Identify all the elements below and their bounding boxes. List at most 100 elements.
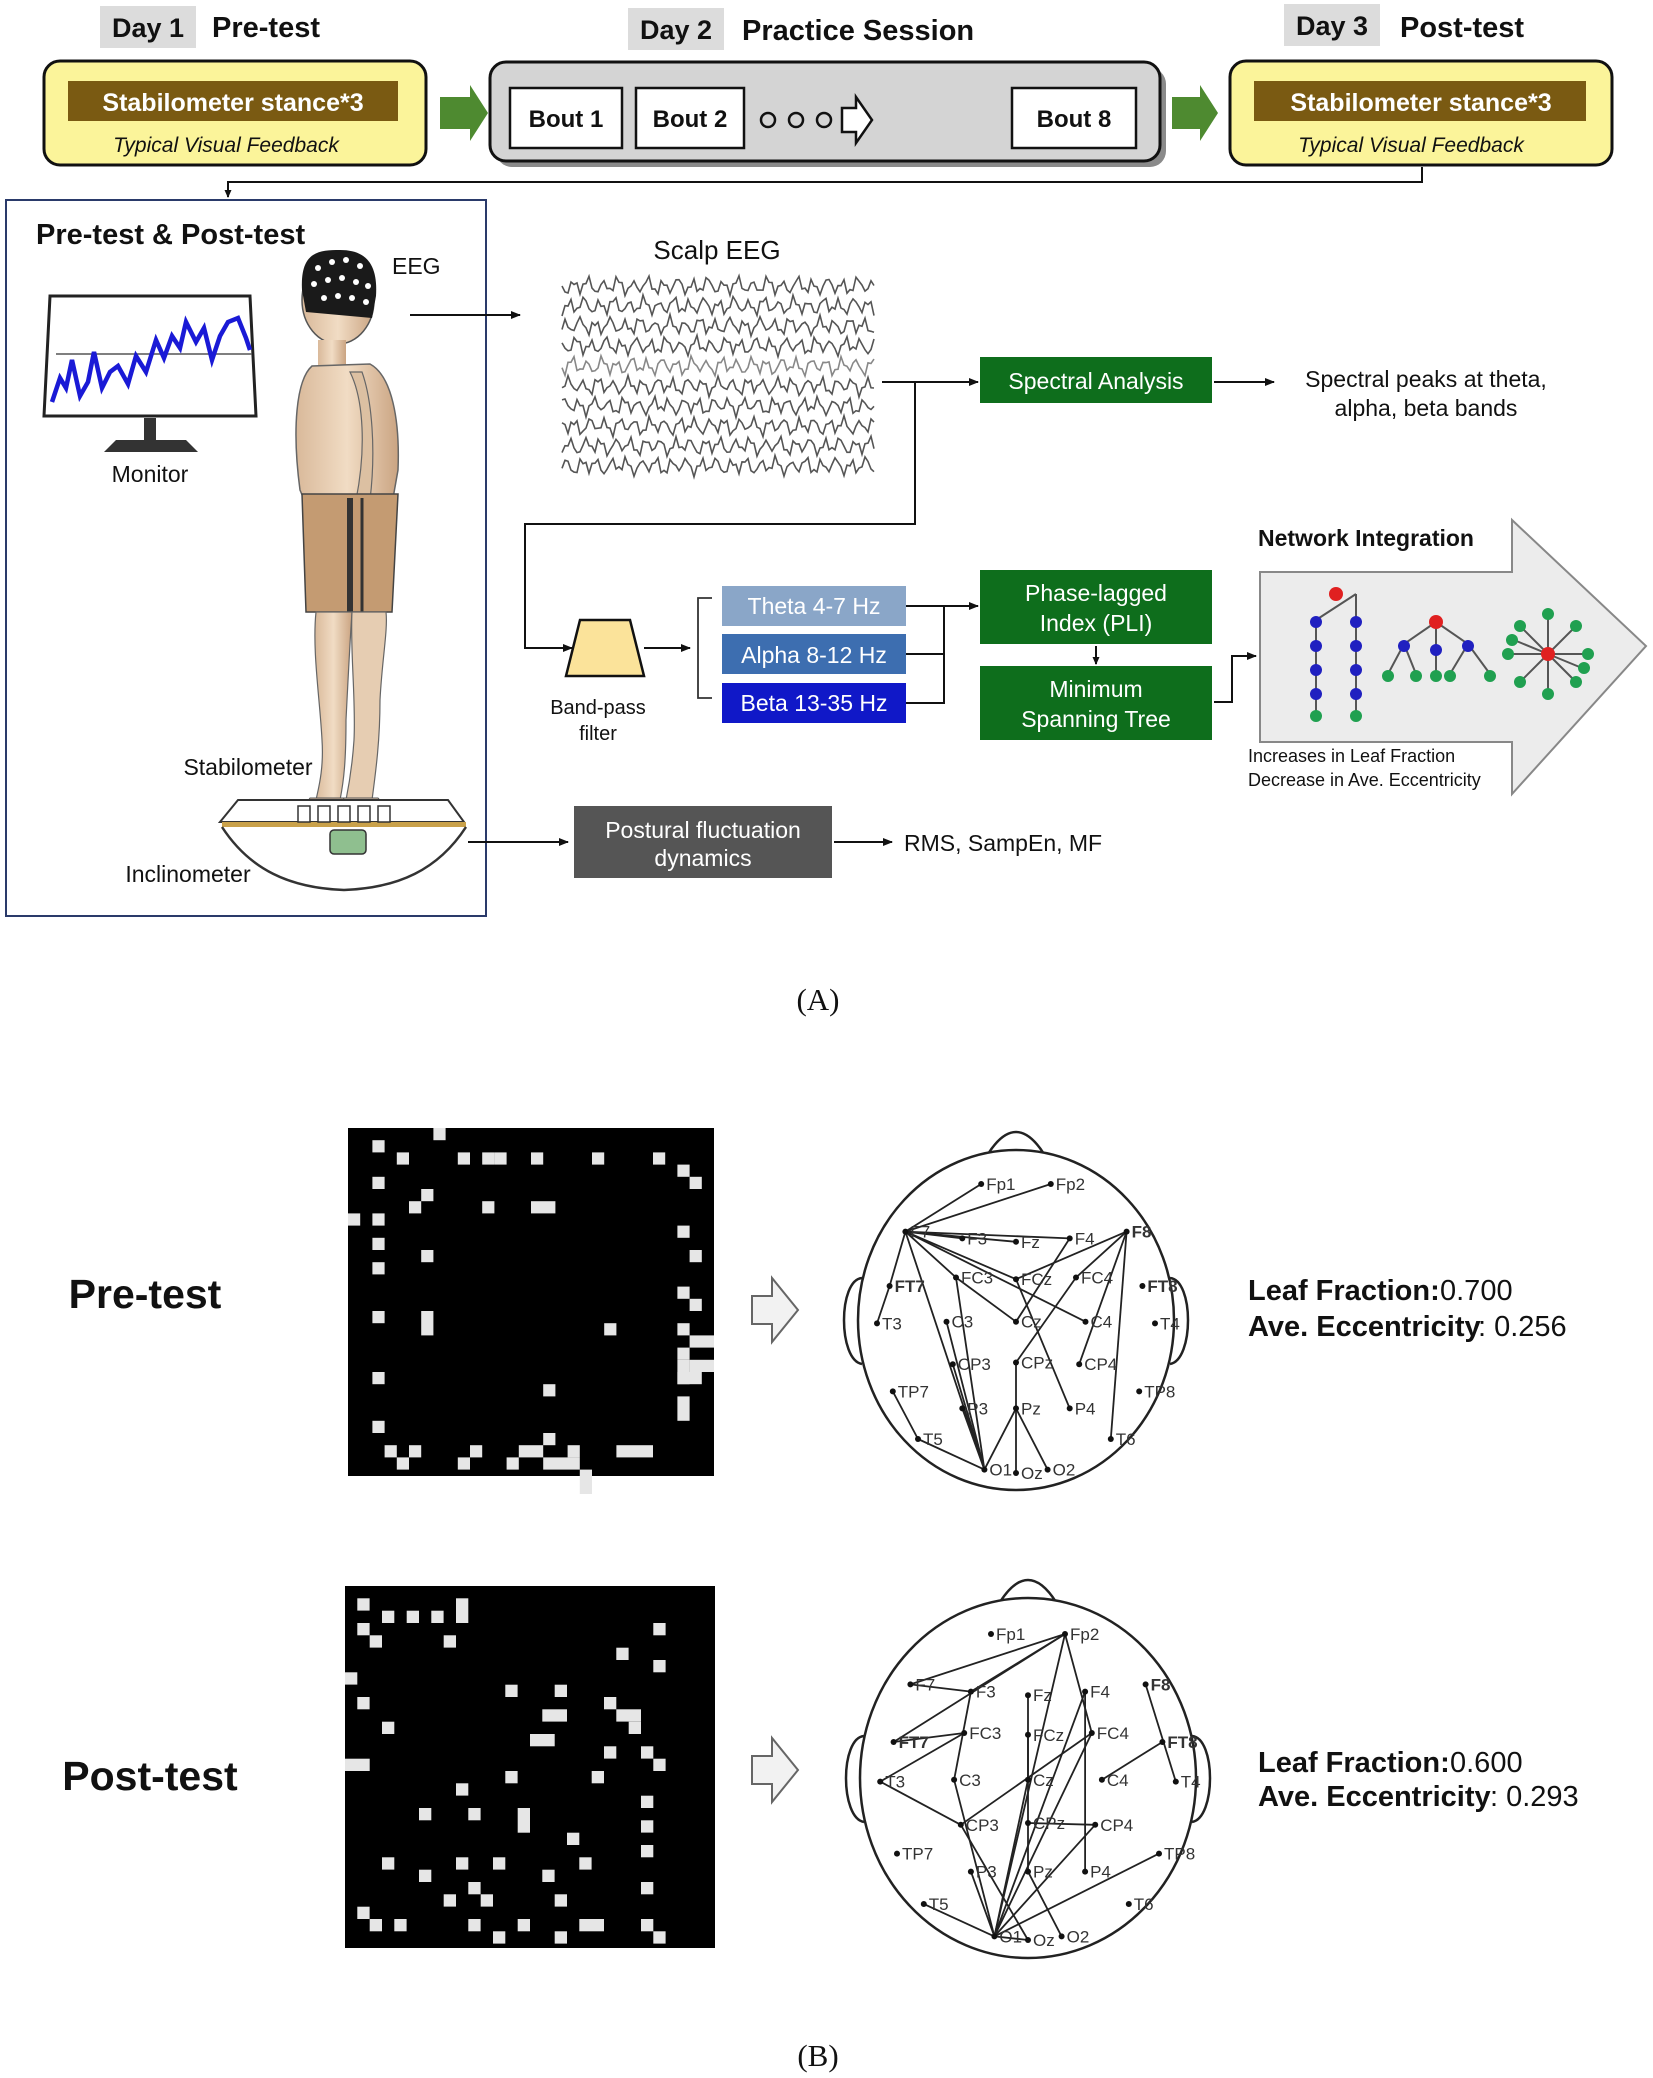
electrode-label: F3	[976, 1683, 996, 1702]
mst-edge	[904, 1183, 982, 1233]
post-leaf-value: 0.600	[1450, 1747, 1523, 1779]
matrix-cell	[394, 1919, 407, 1932]
electrode-dot	[991, 1933, 998, 1940]
matrix-cell	[591, 1771, 604, 1784]
post-ecc-value: : 0.293	[1490, 1781, 1579, 1813]
electrode-dot	[967, 1688, 974, 1695]
mst-edge	[955, 1276, 1017, 1323]
day3-title: Post-test	[1400, 12, 1524, 44]
electrode-label: CP3	[966, 1816, 999, 1835]
electrode-dot	[959, 1235, 966, 1242]
mst-edge	[893, 1633, 1066, 1743]
mst-edge	[910, 1633, 1066, 1686]
mst-edge	[905, 1230, 1017, 1281]
post-arrow-icon	[751, 1735, 800, 1805]
electrode-label: F8	[1151, 1675, 1171, 1694]
mst-edge	[1027, 1822, 1096, 1826]
mst-edge	[917, 1438, 985, 1471]
electrode-label: Oz	[1033, 1931, 1055, 1950]
left-ear-icon	[844, 1734, 865, 1824]
electrode-label: T3	[882, 1314, 902, 1333]
mst-edge	[905, 1183, 1052, 1233]
electrode-label: FCz	[1021, 1270, 1052, 1289]
matrix-cell	[348, 1213, 361, 1226]
matrix-cell	[396, 1152, 409, 1165]
day1-box-sub: Typical Visual Feedback	[113, 134, 340, 157]
timeline-day1: Day 1 Pre-test Stabilometer stance*3 Typ…	[42, 6, 428, 167]
matrix-cell	[689, 1250, 702, 1263]
matrix-cell	[641, 1882, 654, 1895]
electrode-label: Pz	[1021, 1399, 1041, 1418]
electrode-dot	[1073, 1274, 1079, 1281]
matrix-cell	[357, 1906, 370, 1919]
electrode-label: Fp2	[1056, 1175, 1085, 1194]
electrode-dot	[1013, 1238, 1019, 1245]
matrix-cell	[409, 1201, 422, 1214]
monitor-label: Monitor	[112, 461, 189, 487]
bout-2-label: Bout 2	[653, 106, 728, 133]
electrode-label: FC4	[1081, 1269, 1113, 1288]
matrix-cell	[677, 1164, 690, 1177]
matrix-cell	[457, 1457, 470, 1470]
mst-edge	[955, 1277, 986, 1470]
electrode-label: Fp1	[986, 1175, 1015, 1194]
day1-title: Pre-test	[212, 12, 320, 44]
eeg-trace	[561, 452, 875, 480]
electrode-label: TP7	[898, 1382, 929, 1401]
electrode-label: C3	[952, 1313, 974, 1332]
electrode-label: Fz	[1033, 1686, 1052, 1705]
eeg-traces	[561, 273, 875, 480]
electrode-label: Fp1	[996, 1625, 1025, 1644]
electrode-dot	[1142, 1681, 1149, 1688]
electrode-label: C3	[959, 1771, 981, 1790]
timeline-day2: Day 2 Practice Session Bout 1 Bout 2 Bou…	[488, 8, 1166, 167]
matrix-cell	[433, 1128, 446, 1141]
electrode-dot	[1062, 1631, 1068, 1637]
network-note-2: Decrease in Ave. Eccentricity	[1248, 770, 1481, 790]
electrode-dot	[1058, 1933, 1065, 1940]
electrode-label: TP8	[1144, 1382, 1175, 1401]
post-ecc-key: Ave. Eccentricity	[1258, 1781, 1491, 1813]
bout-1-label: Bout 1	[529, 106, 604, 133]
mst-edge	[1144, 1684, 1177, 1782]
spectral-result-2: alpha, beta bands	[1335, 395, 1518, 421]
mst-edge	[1101, 1741, 1163, 1781]
inclinometer-device	[329, 829, 367, 855]
matrix-cell	[517, 1919, 530, 1932]
row-pre-label: Pre-test	[69, 1271, 222, 1317]
matrix-cell	[421, 1250, 434, 1263]
theta-band-box	[722, 586, 906, 626]
matrix-cell	[554, 1931, 567, 1944]
mst-edge	[904, 1231, 986, 1470]
posture-trace	[49, 315, 253, 403]
stabilometer: Stabilometer Inclinometer	[125, 754, 468, 892]
electrode-label: CPz	[1021, 1354, 1053, 1373]
right-ear-icon	[1169, 1276, 1190, 1366]
beta-band-box	[722, 683, 906, 723]
electrode-dot	[957, 1821, 964, 1828]
mst-edge	[993, 1732, 1093, 1937]
mst-edge	[910, 1683, 972, 1693]
electrode-label: O1	[999, 1927, 1022, 1946]
electrode-dot	[886, 1283, 893, 1289]
electrode-dot	[1082, 1318, 1089, 1325]
electrode-dot	[894, 1850, 900, 1857]
bandpass-label-2: filter	[579, 723, 617, 745]
matrix-cell	[653, 1931, 666, 1944]
matrix-cell	[369, 1919, 382, 1932]
matrix-cell	[554, 1894, 567, 1907]
matrix-cell	[372, 1372, 385, 1385]
electrode-label: Fz	[1021, 1233, 1040, 1252]
network-integration-arrow	[1259, 517, 1648, 797]
matrix-cell	[493, 1931, 506, 1944]
electrode-dot	[1047, 1181, 1054, 1187]
pre-ecc-key: Ave. Eccentricity	[1248, 1311, 1481, 1343]
electrode-label: F7	[910, 1223, 930, 1242]
mst-edge	[1015, 1237, 1071, 1323]
postural-label-2: dynamics	[654, 845, 751, 871]
electrode-label: F8	[1132, 1223, 1152, 1242]
matrix-cell	[604, 1323, 617, 1336]
pli-label-1: Phase-lagged	[1025, 580, 1167, 606]
setup-title: Pre-test & Post-test	[36, 219, 305, 251]
electrode-dot	[1139, 1283, 1146, 1289]
